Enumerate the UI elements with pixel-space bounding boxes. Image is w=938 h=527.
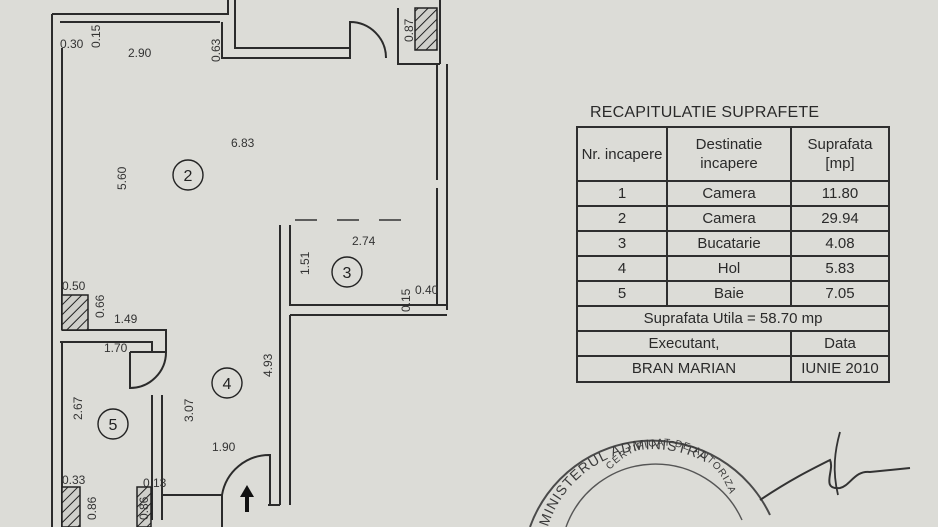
header-suprafata: Suprafata [mp] [790,126,890,182]
executant-label: Executant, [576,330,792,357]
table-row: 3 Bucatarie 4.08 [576,230,890,257]
column-hatch [61,486,81,527]
date-value: IUNIE 2010 [790,355,890,383]
cell-destinatie: Baie [666,280,792,307]
dimension-label: 0.13 [143,476,167,490]
dimension-label: 0.63 [209,38,223,62]
dimension-label: 0.50 [62,279,86,293]
cell-nr: 4 [576,255,668,282]
table-row: 1 Camera 11.80 [576,180,890,207]
dimension-labels: 0.30 0.15 2.90 0.63 0.87 6.83 5.60 2.74 … [60,18,439,520]
cell-nr: 5 [576,280,668,307]
column-hatch [136,486,152,527]
cell-suprafata: 4.08 [790,230,890,257]
dimension-label: 0.30 [60,37,84,51]
total-row: Suprafata Utila = 58.70 mp [576,305,890,332]
table-row: 5 Baie 7.05 [576,280,890,307]
dimension-label: 5.60 [115,166,129,190]
entrance-arrow-icon [240,485,254,512]
room-number-3: 3 [343,265,352,282]
dimension-label: 0.15 [399,288,413,312]
dimension-label: 0.40 [415,283,439,297]
cell-suprafata: 11.80 [790,180,890,207]
dimension-label: 6.83 [231,136,255,150]
cell-nr: 2 [576,205,668,232]
dimension-label: 3.07 [182,398,196,422]
doors [129,20,415,505]
dimension-label: 1.49 [114,312,138,326]
dimension-label: 2.67 [71,396,85,420]
cell-destinatie: Hol [666,255,792,282]
room-labels: 2 3 4 5 [97,159,363,440]
summary-title: RECAPITULATIE SUPRAFETE [590,104,820,121]
room-number-5: 5 [109,417,118,434]
structural-columns [61,7,438,527]
header-nr: Nr. incapere [576,126,668,182]
stamp-inner-text: CERTIFICAT DE AUTORIZARE [0,0,737,496]
dimension-label: 4.93 [261,353,275,377]
cell-suprafata: 7.05 [790,280,890,307]
header-destinatie: Destinatie incapere [666,126,792,182]
dimension-label: 0.15 [89,24,103,48]
cell-nr: 1 [576,180,668,207]
table-row: 2 Camera 29.94 [576,205,890,232]
total-area: Suprafata Utila = 58.70 mp [576,305,890,332]
dimension-label: 0.86 [137,496,151,520]
dimension-label: 0.66 [93,294,107,318]
data-label: Data [790,330,890,357]
table-header-row: Nr. incapere Destinatie incapere Suprafa… [576,126,890,182]
executant-body-row: BRAN MARIAN IUNIE 2010 [576,355,890,383]
cell-nr: 3 [576,230,668,257]
cell-destinatie: Camera [666,205,792,232]
signature [759,458,911,501]
executant-header-row: Executant, Data [576,330,890,357]
dimension-label: 1.70 [104,341,128,355]
dimension-label: 0.33 [62,473,86,487]
column-hatch [414,7,438,51]
area-summary-table: Nr. incapere Destinatie incapere Suprafa… [576,126,890,383]
room-number-4: 4 [223,376,232,393]
dimension-label: 2.74 [352,234,376,248]
cell-destinatie: Camera [666,180,792,207]
dimension-label: 1.90 [212,440,236,454]
cell-destinatie: Bucatarie [666,230,792,257]
dimension-label: 0.86 [85,496,99,520]
dimension-label: 2.90 [128,46,152,60]
table-row: 4 Hol 5.83 [576,255,890,282]
cell-suprafata: 29.94 [790,205,890,232]
cell-suprafata: 5.83 [790,255,890,282]
room-number-2: 2 [184,168,193,185]
dimension-label: 1.51 [298,251,312,275]
column-hatch [61,294,89,331]
executant-name: BRAN MARIAN [576,355,792,383]
dimension-label: 0.87 [402,18,416,42]
